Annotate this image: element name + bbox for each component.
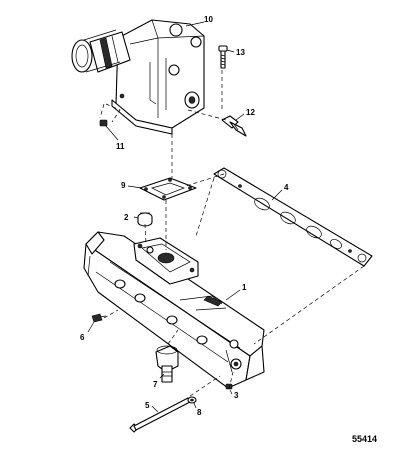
callout-4: 4: [284, 183, 289, 192]
callout-13: 13: [236, 48, 245, 57]
alignment-lines: [99, 70, 365, 397]
callout-8: 8: [197, 408, 202, 417]
callout-1: 1: [242, 283, 247, 292]
callout-10: 10: [204, 15, 213, 24]
hose-fitting-12: [221, 115, 247, 137]
callouts: 10 13 12 11 9 2 4 1 6 7 3 5 8: [80, 15, 289, 417]
leader-lines: [87, 21, 283, 413]
callout-5: 5: [145, 401, 150, 410]
hose-fitting-7: [155, 345, 179, 383]
manifold-gasket: [213, 167, 373, 267]
plug-11: [99, 119, 108, 127]
callout-3: 3: [234, 391, 239, 400]
callout-6: 6: [80, 333, 85, 342]
drain-plug-6: [91, 313, 107, 323]
callout-12: 12: [246, 108, 255, 117]
callout-9: 9: [121, 181, 126, 190]
bolt-13: [218, 45, 228, 69]
bolt-5: [129, 397, 191, 433]
elbow-gasket: [139, 177, 197, 201]
figure-number: 55414: [352, 434, 377, 444]
callout-2: 2: [124, 213, 129, 222]
washer-8: [187, 396, 197, 404]
exhaust-elbow: [71, 19, 205, 135]
callout-7: 7: [153, 380, 158, 389]
callout-11: 11: [116, 142, 125, 151]
exhaust-manifold: [83, 231, 265, 389]
